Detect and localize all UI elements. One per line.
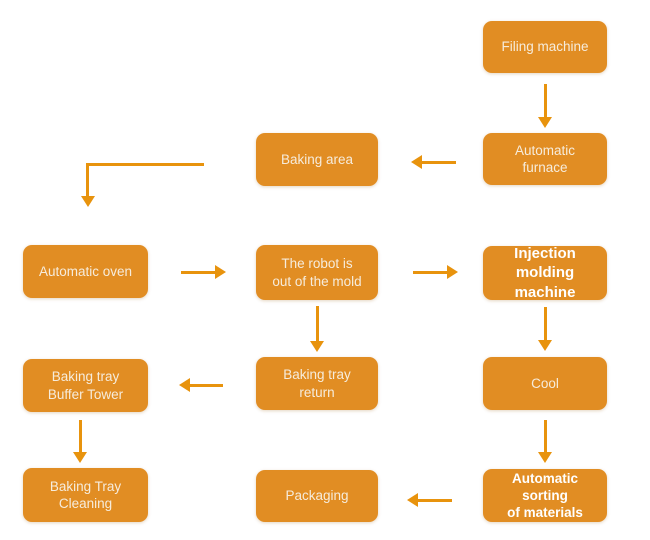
arrow-filing-machine-to-automatic-furnace — [538, 84, 552, 128]
node-label: Automatic furnace — [514, 142, 576, 175]
node-robot-out-of-mold: The robot is out of the mold — [256, 245, 378, 300]
node-label: Baking Tray Cleaning — [49, 478, 122, 511]
arrow-automatic-oven-to-robot — [181, 265, 226, 279]
node-label: Baking area — [280, 151, 354, 167]
arrow-automatic-sorting-to-packaging — [407, 493, 452, 507]
node-automatic-sorting-of-materials: Automatic sorting of materials — [483, 469, 607, 522]
arrow-cool-to-automatic-sorting — [538, 420, 552, 463]
node-label: Filing machine — [501, 39, 589, 55]
arrow-robot-to-baking-tray-return — [310, 306, 324, 352]
arrow-injection-molding-to-cool — [538, 307, 552, 351]
node-automatic-oven: Automatic oven — [23, 245, 148, 298]
arrow-buffer-tower-to-tray-cleaning — [73, 420, 87, 463]
node-label: Baking tray return — [283, 367, 351, 400]
node-baking-tray-buffer-tower: Baking tray Buffer Tower — [23, 359, 148, 412]
arrow-automatic-furnace-to-baking-area — [411, 155, 456, 169]
arrow-baking-area-to-automatic-oven — [81, 163, 204, 209]
node-label: The robot is out of the mold — [272, 256, 362, 289]
node-baking-tray-cleaning: Baking Tray Cleaning — [23, 468, 148, 522]
node-automatic-furnace: Automatic furnace — [483, 133, 607, 185]
node-label: Packaging — [285, 488, 349, 504]
node-label: Cool — [531, 375, 559, 391]
node-injection-molding-machine: Injection molding machine — [483, 245, 607, 301]
node-label: Automatic sorting of materials — [507, 470, 583, 521]
node-packaging: Packaging — [256, 470, 378, 522]
node-label: Baking tray Buffer Tower — [47, 369, 124, 402]
arrow-robot-to-injection-molding — [413, 265, 458, 279]
node-label: Injection molding machine — [514, 245, 576, 301]
arrow-baking-tray-return-to-buffer-tower — [179, 378, 223, 392]
node-label: Automatic oven — [38, 263, 133, 279]
node-cool: Cool — [483, 357, 607, 410]
node-baking-area: Baking area — [256, 133, 378, 186]
node-filing-machine: Filing machine — [483, 21, 607, 73]
node-baking-tray-return: Baking tray return — [256, 357, 378, 410]
